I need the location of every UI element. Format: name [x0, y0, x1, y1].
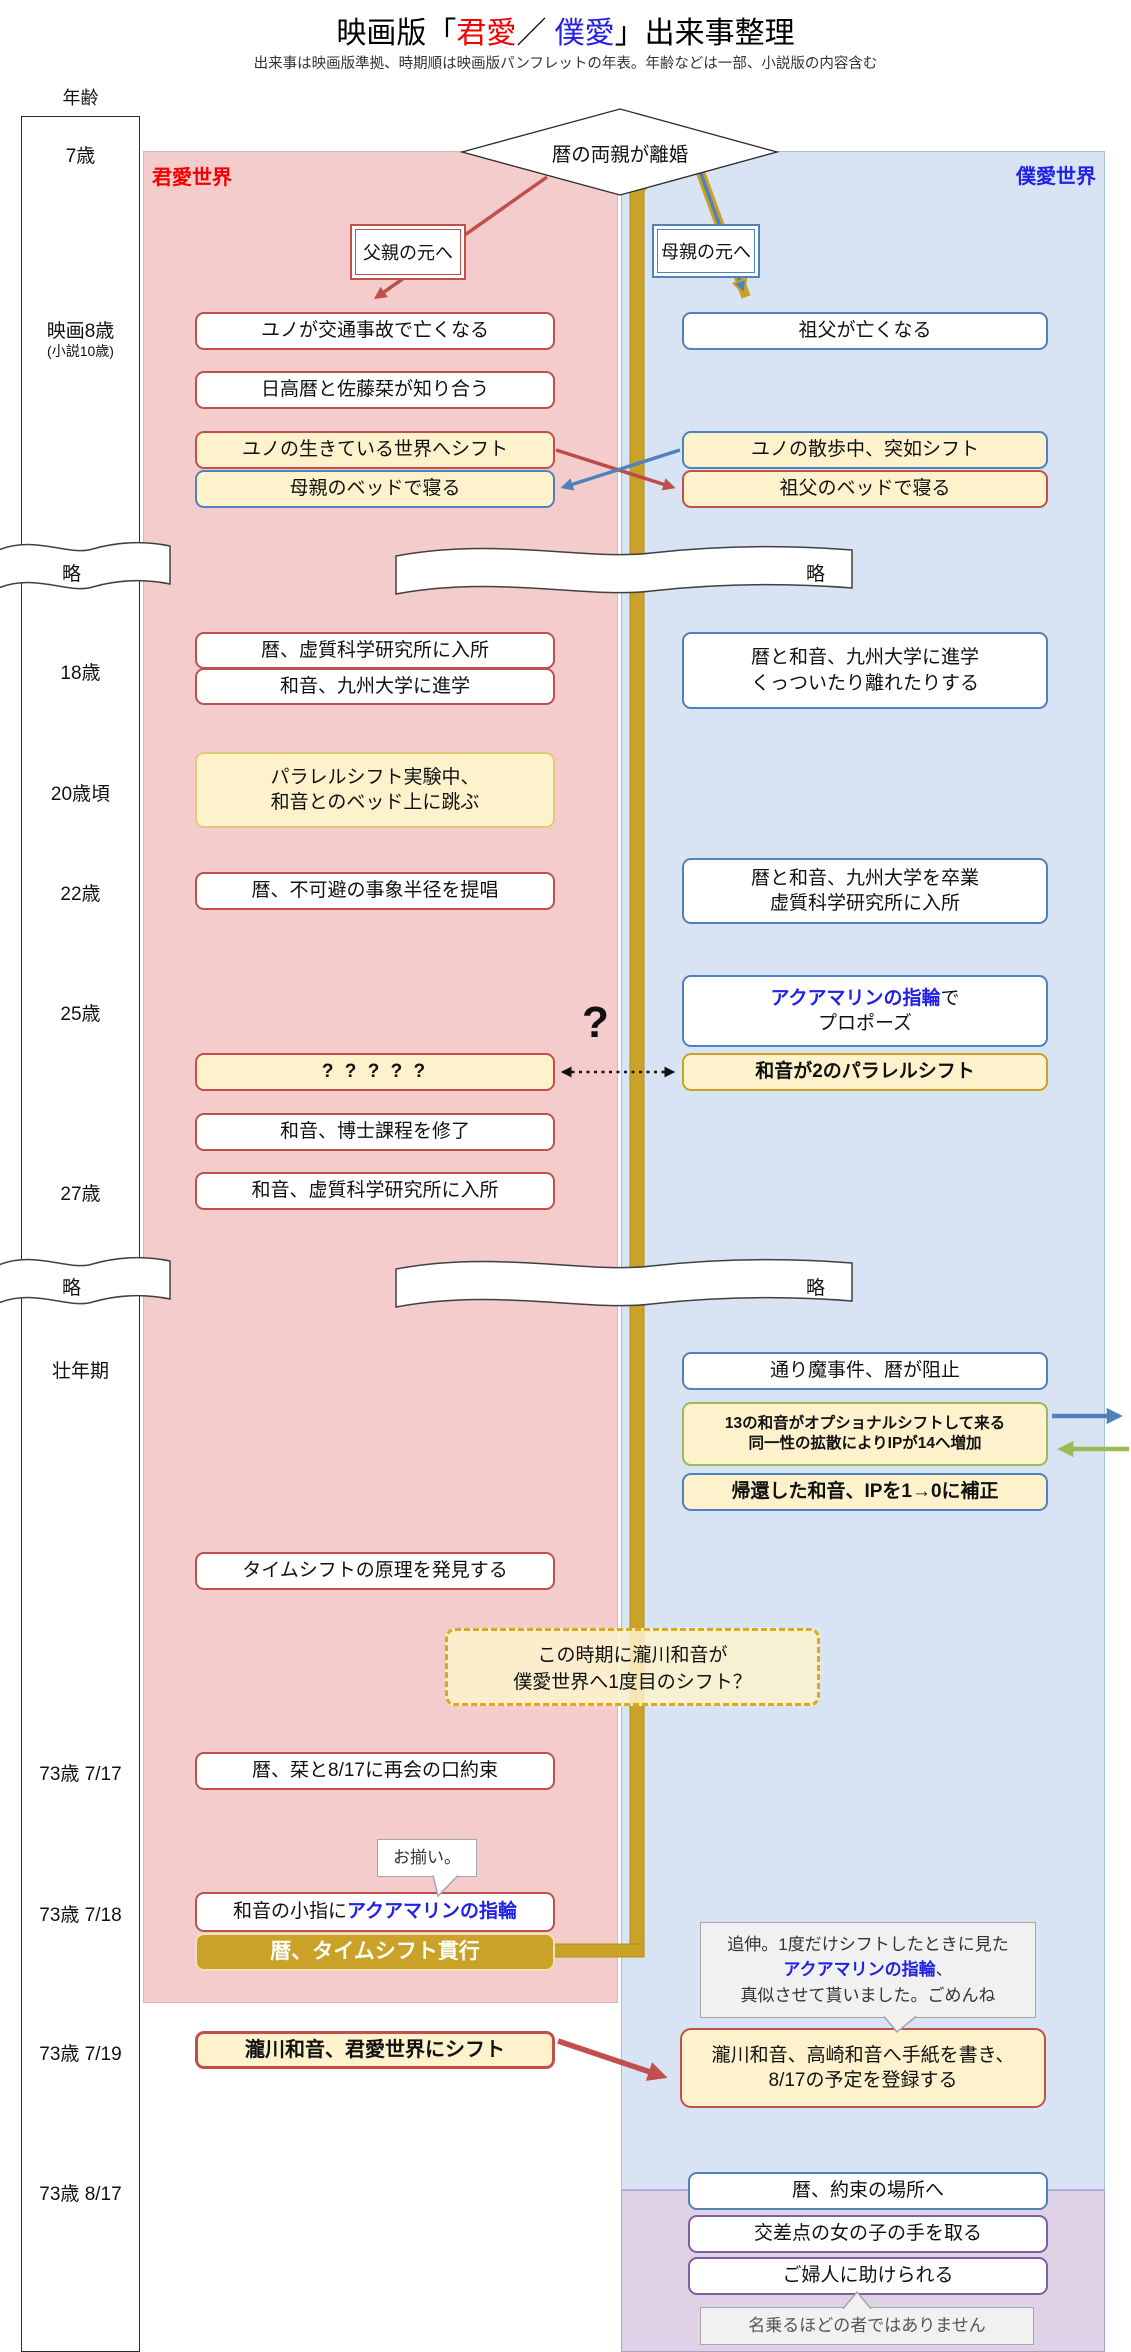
age-73-0719: 73歳 7/19	[39, 2044, 122, 2065]
event-doctorate: 和音、博士課程を修了	[195, 1113, 555, 1151]
event-parallel-shift-2: 和音が2のパラレルシフト	[682, 1053, 1048, 1091]
event-ring-highlight: アクアマリンの指輪	[346, 1901, 518, 1923]
age-axis-header: 年齢	[62, 88, 99, 108]
event-letter: 瀧川和音、高崎和音へ手紙を書き、 8/17の予定を登録する	[680, 2028, 1046, 2108]
page-title: 映画版「君愛／ 僕愛」出来事整理	[0, 8, 1131, 52]
age-25: 25歳	[60, 1004, 101, 1025]
event-optional-shift-line2: 同一性の拡散によりIPが14へ増加	[748, 1435, 982, 1452]
event-letter-line2: 8/17の予定を登録する	[768, 2070, 958, 2091]
title-boku: 僕愛	[554, 17, 615, 50]
age-axis-column	[21, 116, 140, 2352]
event-graduate-line1: 暦と和音、九州大学を卒業	[750, 867, 979, 889]
title-slash: ／	[516, 17, 555, 50]
branch-mother-label: 母親の元へ	[657, 229, 755, 273]
callout-postscript-tail: 、	[935, 1960, 953, 1980]
event-meet-shiori: 日高暦と佐藤栞が知り合う	[195, 371, 555, 409]
age-73-0718: 73歳 7/18	[39, 1905, 122, 1926]
event-mother-bed: 母親のベッドで寝る	[195, 470, 555, 508]
event-event-radius: 暦、不可避の事象半径を提唱	[195, 872, 555, 910]
event-propose-line1: アクアマリンの指輪で	[770, 986, 959, 1011]
event-sudden-shift: ユノの散歩中、突如シフト	[682, 431, 1048, 469]
event-optional-shift: 13の和音がオプショナルシフトして来る 同一性の拡散によりIPが14へ増加	[682, 1402, 1048, 1466]
branch-father-box: 父親の元へ	[350, 224, 466, 280]
event-propose: アクアマリンの指輪で プロポーズ	[682, 975, 1048, 1047]
event-propose-line2: プロポーズ	[817, 1013, 913, 1034]
event-timeshift-exec: 暦、タイムシフト貫行	[195, 1933, 555, 1971]
event-both-university: 暦と和音、九州大学に進学 くっついたり離れたりする	[682, 632, 1048, 709]
event-yuno-dies: ユノが交通事故で亡くなる	[195, 312, 555, 350]
event-parallel-shift-test: パラレルシフト実験中、 和音とのベッド上に跳ぶ	[195, 752, 555, 828]
event-graduate: 暦と和音、九州大学を卒業 虚質科学研究所に入所	[682, 858, 1048, 924]
event-grandfather-dies: 祖父が亡くなる	[682, 312, 1048, 350]
callout-nanoru: 名乗るほどの者ではありません	[700, 2307, 1034, 2345]
event-reunion-promise: 暦、栞と8/17に再会の口約束	[195, 1752, 555, 1790]
event-letter-line1: 瀧川和音、高崎和音へ手紙を書き、	[711, 2044, 1015, 2066]
age-73-0817: 73歳 8/17	[39, 2184, 122, 2205]
event-koyomi-institute: 暦、虚質科学研究所に入所	[195, 632, 555, 669]
age-10-novel: (小説10歳)	[47, 343, 114, 359]
age-8-movie: 映画8歳	[46, 321, 115, 342]
event-helped-by-lady: ご婦人に助けられる	[688, 2257, 1048, 2295]
event-ring-prefix: 和音の小指に	[232, 1901, 347, 1923]
dashed-note-line1: この時期に瀧川和音が	[537, 1645, 728, 1666]
event-timeshift-principle: タイムシフトの原理を発見する	[195, 1552, 555, 1590]
page-subtitle: 出来事は映画版準拠、時期順は映画版パンフレットの年表。年齢などは一部、小説版の内…	[253, 56, 878, 72]
callout-postscript-line3: 真似させて貰いました。ごめんね	[740, 1985, 996, 2005]
question-mark: ?	[582, 998, 609, 1047]
event-graduate-line2: 虚質科学研究所に入所	[769, 893, 960, 914]
event-both-university-line2: くっついたり離れたりする	[750, 672, 979, 694]
event-kazune-institute: 和音、虚質科学研究所に入所	[195, 1172, 555, 1210]
callout-postscript: 追伸。1度だけシフトしたときに見た アクアマリンの指輪、 真似させて貰いました。…	[700, 1922, 1036, 2018]
age-73-0717: 73歳 7/17	[39, 1764, 122, 1785]
event-aquamarine-ring: 和音の小指にアクアマリンの指輪	[195, 1892, 555, 1932]
event-kazune-shift: 瀧川和音、君愛世界にシフト	[195, 2031, 555, 2069]
branch-father-label: 父親の元へ	[355, 229, 461, 275]
event-propose-suffix: で	[940, 987, 960, 1009]
dashed-note-line2: 僕愛世界へ1度目のシフト？	[513, 1672, 752, 1693]
dashed-speculation-note: この時期に瀧川和音が 僕愛世界へ1度目のシフト？	[445, 1628, 820, 1706]
callout-osoroi: お揃い。	[377, 1839, 477, 1877]
callout-postscript-line2: アクアマリンの指輪、	[783, 1957, 952, 1983]
event-shift-to-yuno-world: ユノの生きている世界へシフト	[195, 431, 555, 469]
event-grandfather-bed: 祖父のベッドで寝る	[682, 470, 1048, 508]
age-27: 27歳	[60, 1184, 101, 1205]
event-parallel-shift-test-line1: パラレルシフト実験中、	[270, 766, 480, 788]
age-sounenki: 壮年期	[51, 1361, 109, 1382]
event-ip-fix: 帰還した和音、IPを1→0に補正	[682, 1473, 1048, 1511]
boku-world-label: 僕愛世界	[1016, 166, 1096, 188]
event-propose-highlight: アクアマリンの指輪	[770, 987, 941, 1009]
event-meeting-place: 暦、約束の場所へ	[688, 2172, 1048, 2210]
title-prefix: 映画版「	[336, 17, 457, 50]
event-crossing-girl: 交差点の女の子の手を取る	[688, 2215, 1048, 2253]
age-22: 22歳	[60, 884, 101, 905]
branch-mother-box: 母親の元へ	[652, 224, 760, 278]
event-unknown: ? ? ? ? ?	[195, 1053, 555, 1091]
kimi-world-label: 君愛世界	[152, 167, 232, 189]
event-robber: 通り魔事件、暦が阻止	[682, 1352, 1048, 1390]
event-both-university-line1: 暦と和音、九州大学に進学	[750, 647, 979, 669]
divorce-diamond-label: 暦の両親が離婚	[551, 143, 689, 166]
age-20: 20歳頃	[50, 784, 111, 805]
event-kazune-university: 和音、九州大学に進学	[195, 668, 555, 705]
callout-postscript-line1: 追伸。1度だけシフトしたときに見た	[727, 1934, 1009, 1954]
event-parallel-shift-test-line2: 和音とのベッド上に跳ぶ	[270, 792, 480, 813]
title-kimi: 君愛	[456, 17, 517, 50]
age-18: 18歳	[60, 663, 101, 684]
callout-postscript-highlight: アクアマリンの指輪	[783, 1960, 936, 1980]
event-optional-shift-line1: 13の和音がオプショナルシフトして来る	[724, 1414, 1006, 1432]
age-7: 7歳	[65, 146, 96, 167]
title-suffix: 」出来事整理	[614, 17, 795, 50]
